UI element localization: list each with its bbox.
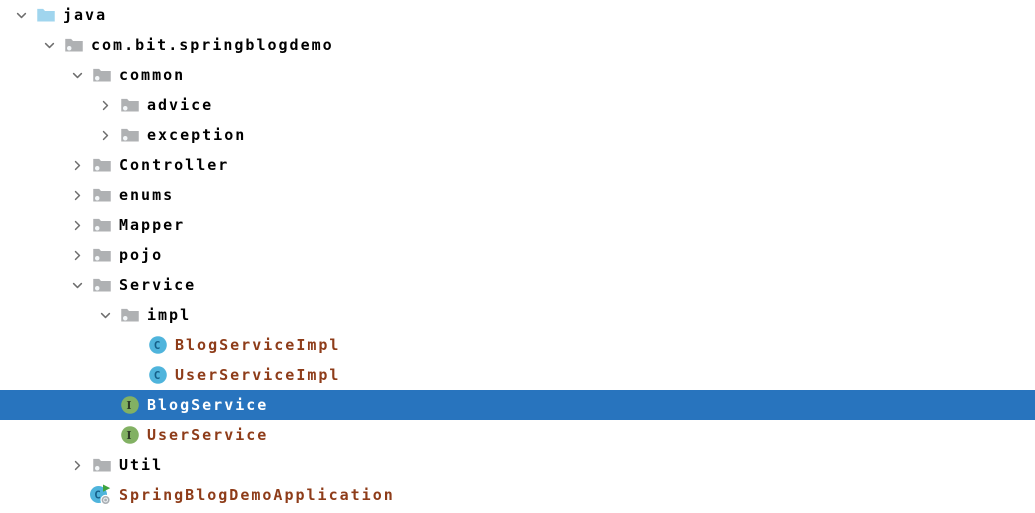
chevron-down-icon[interactable] [66, 64, 88, 86]
tree-row[interactable]: advice [0, 90, 1035, 120]
svg-text:C: C [154, 339, 163, 352]
chevron-right-icon[interactable] [66, 244, 88, 266]
package-icon [92, 155, 112, 175]
svg-text:I: I [126, 429, 133, 442]
tree-row[interactable]: pojo [0, 240, 1035, 270]
tree-row[interactable]: exception [0, 120, 1035, 150]
node-label: Mapper [119, 216, 186, 234]
svg-text:C: C [154, 369, 163, 382]
tree-row[interactable]: impl [0, 300, 1035, 330]
chevron-right-icon[interactable] [66, 184, 88, 206]
tree-row[interactable]: C SpringBlogDemoApplication [0, 480, 1035, 510]
tree-row[interactable]: Service [0, 270, 1035, 300]
node-label: SpringBlogDemoApplication [119, 486, 395, 504]
node-label: Controller [119, 156, 230, 174]
chevron-right-icon[interactable] [66, 454, 88, 476]
node-label: impl [147, 306, 192, 324]
node-label: pojo [119, 246, 164, 264]
chevron-down-icon[interactable] [10, 4, 32, 26]
node-label: BlogServiceImpl [175, 336, 341, 354]
node-label: Service [119, 276, 197, 294]
node-label: java [63, 6, 108, 24]
chevron-right-icon[interactable] [94, 124, 116, 146]
package-icon [92, 65, 112, 85]
chevron-down-icon[interactable] [38, 34, 60, 56]
package-icon [64, 35, 84, 55]
package-icon [92, 275, 112, 295]
node-label: advice [147, 96, 214, 114]
tree-row[interactable]: enums [0, 180, 1035, 210]
chevron-spacer [94, 394, 116, 416]
package-icon [120, 95, 140, 115]
tree-row[interactable]: com.bit.springblogdemo [0, 30, 1035, 60]
tree-row[interactable]: C BlogServiceImpl [0, 330, 1035, 360]
chevron-right-icon[interactable] [94, 94, 116, 116]
package-icon [92, 185, 112, 205]
package-icon [120, 305, 140, 325]
tree-row[interactable]: java [0, 0, 1035, 30]
chevron-down-icon[interactable] [94, 304, 116, 326]
class-icon: C [148, 335, 168, 355]
chevron-spacer [94, 424, 116, 446]
tree-row[interactable]: Mapper [0, 210, 1035, 240]
package-icon [120, 125, 140, 145]
tree-row[interactable]: C UserServiceImpl [0, 360, 1035, 390]
class-icon: C [148, 365, 168, 385]
package-icon [92, 455, 112, 475]
svg-text:I: I [126, 399, 133, 412]
tree-row[interactable]: Util [0, 450, 1035, 480]
svg-text:C: C [94, 489, 103, 502]
tree-row[interactable]: Controller [0, 150, 1035, 180]
tree-row[interactable]: I UserService [0, 420, 1035, 450]
node-label: exception [147, 126, 247, 144]
node-label: UserServiceImpl [175, 366, 341, 384]
node-label: Util [119, 456, 164, 474]
chevron-down-icon[interactable] [66, 274, 88, 296]
tree-row[interactable]: common [0, 60, 1035, 90]
node-label: UserService [147, 426, 269, 444]
package-icon [92, 245, 112, 265]
package-icon [92, 215, 112, 235]
node-label: BlogService [147, 396, 269, 414]
runnable-class-icon: C [90, 484, 112, 506]
tree-row[interactable]: I BlogService [0, 390, 1035, 420]
chevron-spacer [122, 334, 144, 356]
interface-icon: I [120, 395, 140, 415]
node-label: com.bit.springblogdemo [91, 36, 334, 54]
node-label: enums [119, 186, 175, 204]
source-folder-icon [36, 5, 56, 25]
interface-icon: I [120, 425, 140, 445]
chevron-spacer [66, 484, 88, 506]
node-label: common [119, 66, 186, 84]
chevron-right-icon[interactable] [66, 154, 88, 176]
chevron-spacer [122, 364, 144, 386]
chevron-right-icon[interactable] [66, 214, 88, 236]
